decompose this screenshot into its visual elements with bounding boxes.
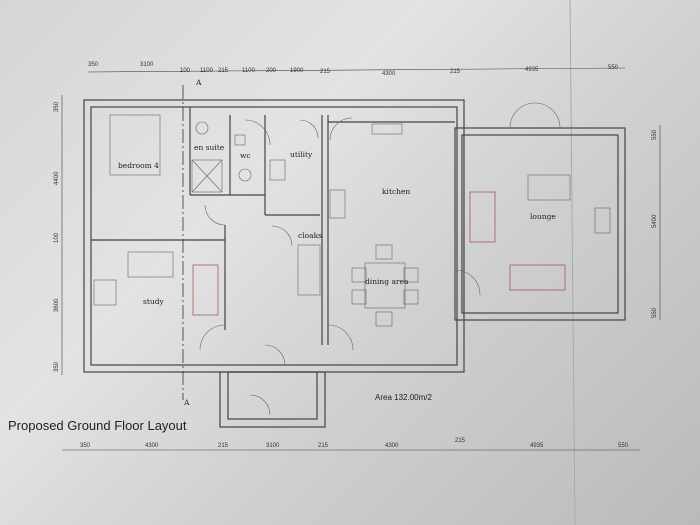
svg-text:4300: 4300	[385, 443, 399, 449]
svg-text:A: A	[183, 398, 190, 407]
fixtures	[93, 114, 611, 327]
svg-text:550: 550	[652, 307, 658, 318]
svg-text:4300: 4300	[382, 71, 396, 77]
right-dimension-line: 550 5400 550	[652, 125, 661, 320]
desk	[93, 279, 117, 306]
door-swings	[199, 102, 561, 416]
kitchen-sink	[371, 123, 403, 135]
svg-text:215: 215	[450, 69, 461, 75]
sink	[269, 159, 286, 181]
svg-text:350: 350	[54, 361, 60, 372]
lounge-sofa-red-2	[509, 264, 566, 291]
room-label-cloaks: cloaks	[298, 231, 322, 240]
bed	[109, 114, 161, 176]
toilet	[238, 168, 252, 182]
svg-text:1100: 1100	[242, 68, 256, 74]
svg-text:215: 215	[218, 443, 229, 449]
left-dimension-line: 350 4400 100 3600 350	[54, 95, 63, 375]
svg-text:1900: 1900	[290, 68, 304, 74]
room-label-bedroom-4: bedroom 4	[118, 161, 159, 170]
toilet	[195, 121, 209, 135]
room-label-utility: utility	[290, 150, 313, 159]
svg-text:350: 350	[54, 101, 60, 112]
svg-text:4400: 4400	[54, 171, 60, 185]
svg-text:350: 350	[88, 62, 99, 68]
dining-table	[364, 262, 406, 309]
svg-text:3600: 3600	[54, 298, 60, 312]
room-label-kitchen: kitchen	[382, 187, 410, 196]
sofa	[127, 251, 174, 278]
svg-text:3100: 3100	[266, 443, 280, 449]
svg-text:1100: 1100	[200, 68, 214, 74]
room-label-study: study	[143, 297, 164, 306]
svg-text:200: 200	[266, 68, 277, 74]
svg-text:550: 550	[652, 129, 658, 140]
room-label-dining-area: dining area	[365, 277, 409, 286]
hob	[329, 189, 346, 219]
shower-tray	[191, 159, 223, 193]
fireplace	[594, 207, 611, 234]
svg-text:350: 350	[80, 443, 91, 449]
svg-text:550: 550	[608, 65, 619, 71]
svg-text:A: A	[195, 78, 202, 87]
lounge-sofa-red	[469, 191, 496, 243]
section-line-a: A A	[182, 78, 202, 407]
svg-text:215: 215	[320, 69, 331, 75]
svg-text:100: 100	[54, 232, 60, 243]
svg-text:100: 100	[180, 68, 191, 74]
svg-text:4935: 4935	[530, 443, 544, 449]
room-label-en-suite: en suite	[194, 143, 225, 152]
floor-area-label: Area 132.00m/2	[375, 393, 432, 402]
svg-text:550: 550	[618, 443, 629, 449]
stairs	[297, 244, 321, 296]
svg-text:4300: 4300	[145, 443, 159, 449]
svg-text:215: 215	[218, 68, 229, 74]
basin	[234, 134, 246, 146]
drawing-title: Proposed Ground Floor Layout	[8, 418, 187, 433]
bottom-dimension-line: 350 4300 215 3100 215 4300 215 4935 550	[62, 438, 640, 451]
svg-text:3100: 3100	[140, 62, 154, 68]
svg-text:5400: 5400	[652, 214, 658, 228]
room-label-lounge: lounge	[530, 212, 556, 221]
walls	[83, 99, 626, 428]
room-label-wc: wc	[240, 151, 251, 160]
svg-text:215: 215	[455, 438, 466, 444]
svg-text:215: 215	[318, 443, 329, 449]
lounge-sofa	[527, 174, 571, 201]
paper-fold	[569, 0, 576, 525]
sofa-red	[192, 264, 219, 316]
top-dimension-line: 350 3100 100 1100 215 1100 200 1900 215 …	[87, 62, 626, 77]
svg-text:4935: 4935	[525, 67, 539, 73]
